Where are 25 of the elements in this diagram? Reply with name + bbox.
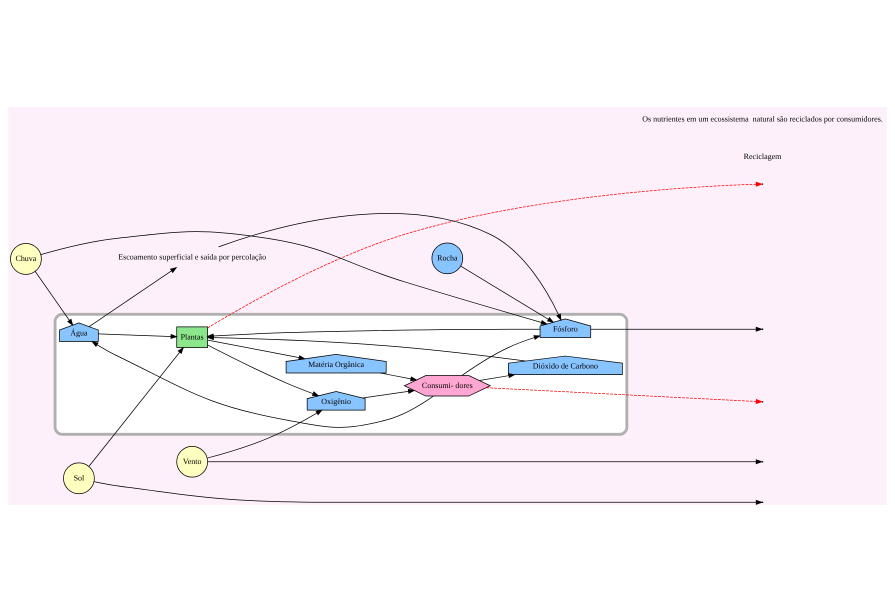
arrow <box>207 410 323 458</box>
arrow <box>207 182 764 328</box>
arrow <box>380 372 418 382</box>
arrow <box>206 328 540 338</box>
arrow <box>98 334 178 339</box>
label: Os nutrientes em um ecossistema natural são reciclados por consumidores. <box>642 114 883 124</box>
node-circle: Sol <box>63 462 95 494</box>
arrow <box>88 346 184 467</box>
node-text: Escoamento superficial e saída por percolação <box>118 252 266 262</box>
node-circle: Chuva <box>10 243 42 275</box>
node-box: Plantas <box>176 326 208 348</box>
arrow <box>218 213 562 322</box>
arrow <box>207 340 306 360</box>
arrow <box>362 388 416 398</box>
arrow <box>88 266 178 327</box>
arrow <box>91 341 434 428</box>
arrow <box>207 344 320 396</box>
arrow <box>34 271 74 326</box>
label: Reciclagem <box>744 152 782 161</box>
node-circle: Rocha <box>432 242 464 274</box>
arrow <box>460 266 554 323</box>
arrow <box>40 231 548 325</box>
node-circle: Vento <box>176 446 208 478</box>
arrow <box>479 373 516 381</box>
arrow <box>462 335 541 376</box>
